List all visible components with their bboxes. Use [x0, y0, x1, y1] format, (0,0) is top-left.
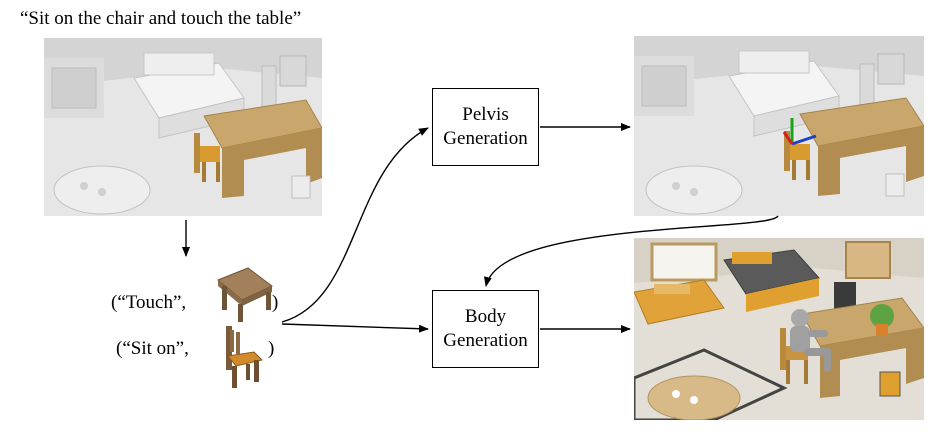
chair-icon [226, 326, 263, 388]
pair-siton-close: ) [268, 338, 275, 359]
pair-touch-close: ) [272, 292, 279, 313]
pelvis-box-line2: Generation [443, 128, 528, 149]
arrow-pairs-to-body [281, 323, 429, 333]
body-result-image [634, 238, 924, 420]
pair-siton-open: (“Sit on”, [116, 338, 189, 359]
pelvis-generation-box: Pelvis Generation [432, 88, 539, 166]
pelvis-result-image [634, 36, 924, 216]
arrow-pelvis-image-to-body [483, 215, 779, 287]
body-box-line2: Generation [443, 330, 528, 351]
input-scene-image [44, 38, 322, 216]
arrow-pairs-to-pelvis [281, 127, 429, 323]
pelvis-box-line1: Pelvis [462, 104, 509, 125]
body-generation-box: Body Generation [432, 290, 539, 368]
prompt-text: “Sit on the chair and touch the table” [20, 8, 302, 29]
pair-touch-open: (“Touch”, [111, 292, 187, 313]
table-icon [217, 267, 273, 322]
body-box-line1: Body [464, 306, 507, 327]
